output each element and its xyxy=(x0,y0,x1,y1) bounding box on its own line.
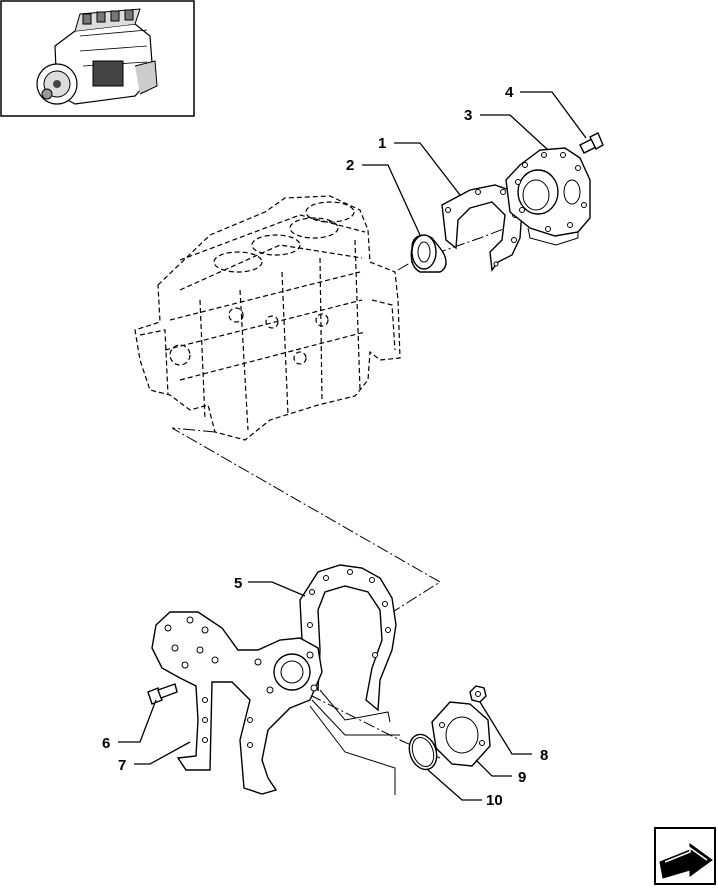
callout-6: 6 xyxy=(102,735,110,752)
part-8-nut xyxy=(469,685,487,703)
part-9-cover xyxy=(431,701,491,767)
callout-7: 7 xyxy=(118,757,126,774)
engine-thumbnail-icon xyxy=(0,0,195,117)
leader-lines xyxy=(118,91,587,801)
part-6-bolt xyxy=(147,683,178,705)
engine-block-outline xyxy=(134,195,401,441)
callout-8: 8 xyxy=(540,747,548,764)
part-10-o-ring xyxy=(408,733,438,771)
callout-10: 10 xyxy=(486,792,503,809)
callout-9: 9 xyxy=(518,769,526,786)
part-2-seal-ring xyxy=(410,234,447,273)
callout-3: 3 xyxy=(464,107,472,124)
callout-5: 5 xyxy=(234,575,242,592)
next-page-arrow-icon[interactable] xyxy=(654,827,716,885)
part-4-bolt xyxy=(579,132,604,154)
callout-1: 1 xyxy=(378,135,386,152)
part-3-rear-cover xyxy=(505,147,591,246)
callout-2: 2 xyxy=(346,157,354,174)
part-7-timing-cover xyxy=(151,611,323,795)
callout-4: 4 xyxy=(505,84,514,101)
